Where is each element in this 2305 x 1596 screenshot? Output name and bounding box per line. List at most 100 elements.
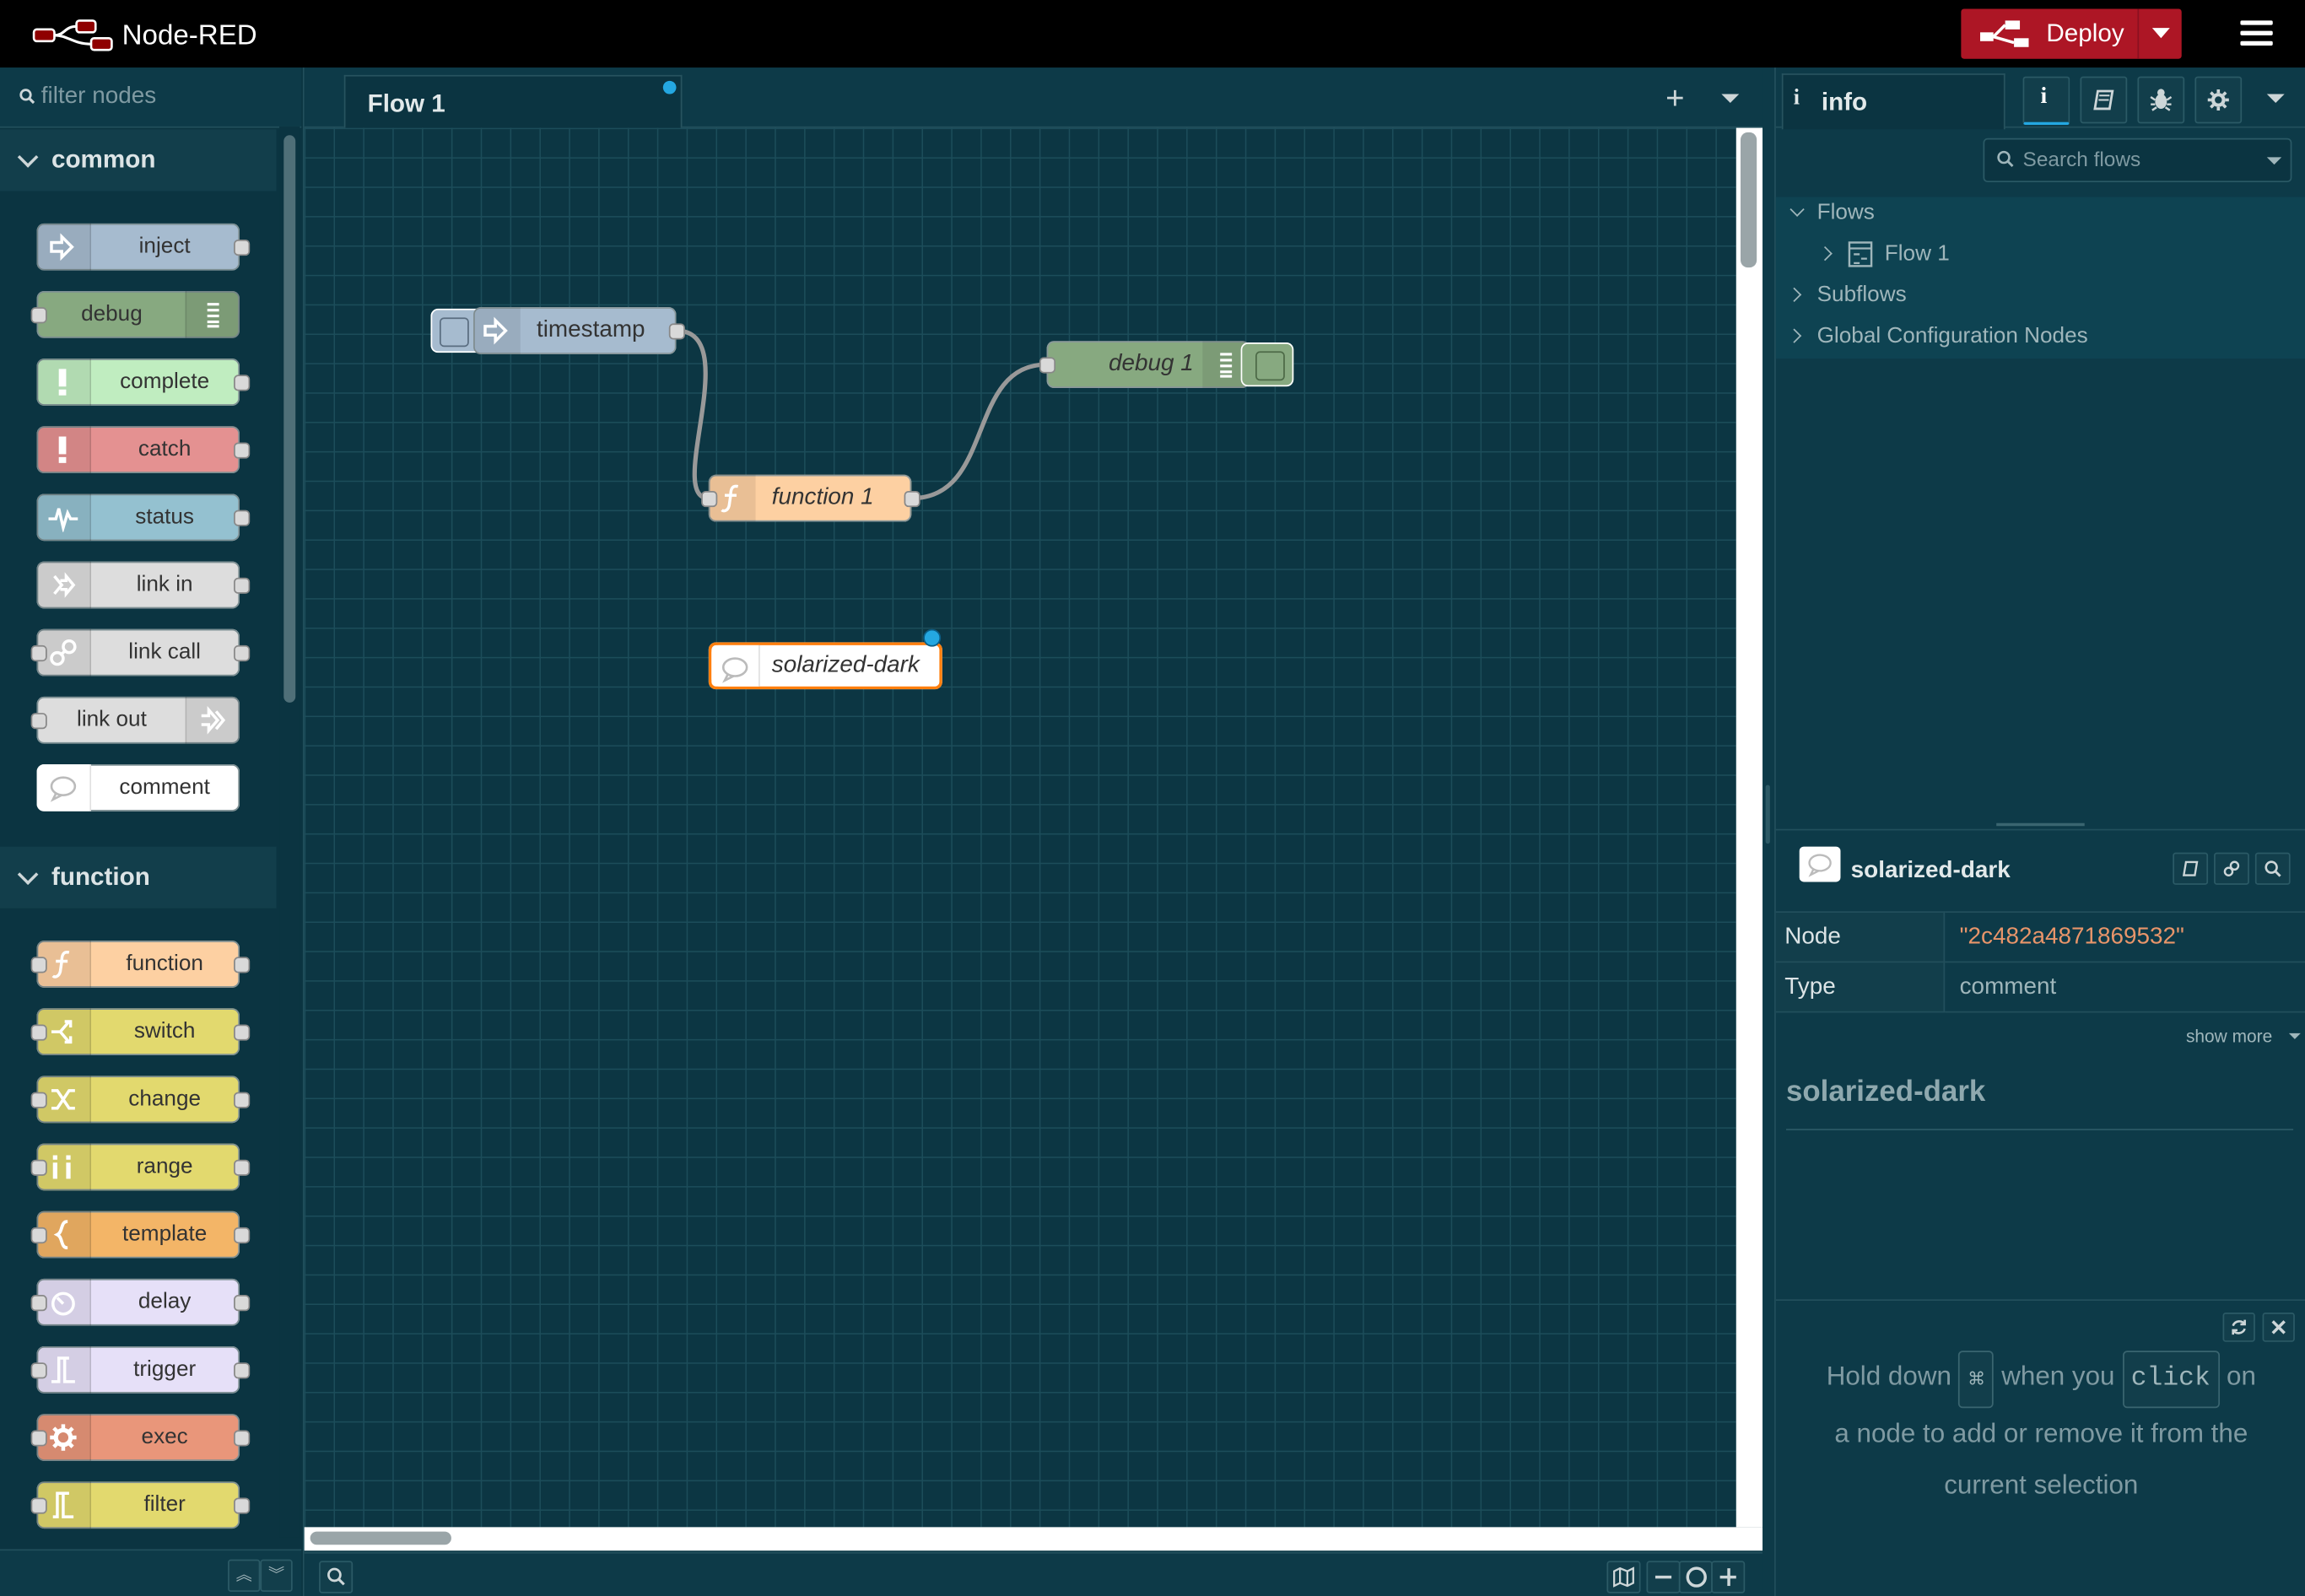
palette-node-template[interactable]: template [30, 1210, 251, 1259]
palette-category-function[interactable]: function [0, 846, 277, 909]
expand-all-icon[interactable]: ︾ [260, 1559, 293, 1593]
flow-node-function-1[interactable]: function 1 [701, 474, 920, 522]
input-port [30, 307, 47, 324]
input-port [30, 1497, 47, 1514]
config-gear-icon[interactable] [2194, 76, 2243, 124]
tree-flow-item[interactable]: Flow 1 [1776, 238, 2305, 270]
canvas-vertical-scrollbar[interactable] [1735, 127, 1763, 1528]
input-port [30, 1024, 47, 1041]
palette-scrollbar-thumb[interactable] [283, 135, 296, 703]
zoom-in-icon[interactable] [1711, 1561, 1746, 1593]
node-changed-dot-icon [923, 628, 942, 647]
search-icon[interactable] [2254, 852, 2291, 885]
chevron-down-icon [17, 864, 39, 886]
tree-subflows-label: Subflows [1816, 282, 1907, 308]
tab-label: Flow 1 [367, 89, 445, 118]
palette-node-label: trigger [133, 1356, 197, 1382]
main-menu-hamburger-icon[interactable] [2240, 20, 2273, 46]
search-icon[interactable] [319, 1561, 354, 1593]
canvas-horizontal-scrollbar-thumb[interactable] [310, 1531, 451, 1545]
show-more-link[interactable]: show more [2186, 1026, 2301, 1047]
comment-bubble-icon [711, 644, 760, 687]
sidebar-tabs-caret-icon[interactable] [2266, 94, 2285, 103]
flow-canvas[interactable]: timestamp function 1 debug 1 solarized-d… [304, 127, 1736, 1528]
palette-node-inject[interactable]: inject [36, 223, 251, 271]
zoom-reset-icon[interactable] [1678, 1561, 1713, 1593]
link-in-icon [36, 561, 92, 609]
palette-node-status[interactable]: status [36, 493, 251, 542]
exclamation-icon [36, 426, 92, 474]
deploy-button[interactable]: Deploy [1961, 8, 2182, 59]
palette-node-link-out[interactable]: link out [30, 696, 240, 744]
zoom-out-icon[interactable] [1646, 1561, 1681, 1593]
palette-node-trigger[interactable]: trigger [30, 1346, 251, 1394]
output-port[interactable] [668, 323, 685, 340]
category-label: common [51, 145, 156, 174]
chevron-down-icon[interactable] [2266, 157, 2282, 165]
palette-node-label: range [136, 1153, 193, 1179]
palette-node-filter[interactable]: filter [30, 1481, 251, 1529]
output-port [234, 1497, 251, 1514]
collapse-all-icon[interactable]: ︽ [228, 1559, 261, 1593]
function-f-icon [36, 941, 92, 988]
sidebar-splitter[interactable] [1775, 820, 2305, 831]
tree-flows[interactable]: Flows [1776, 197, 2305, 229]
output-port[interactable] [904, 490, 920, 508]
palette-node-label: template [122, 1221, 208, 1247]
palette-node-link-call[interactable]: link call [30, 628, 251, 677]
search-icon [19, 89, 35, 105]
sidebar-resize-handle[interactable] [1762, 67, 1775, 1596]
tab-flow-1[interactable]: Flow 1 [343, 74, 683, 130]
tree-global-config[interactable]: Global Configuration Nodes [1776, 321, 2305, 353]
canvas-vertical-scrollbar-thumb[interactable] [1741, 132, 1757, 268]
flow-node-debug-1[interactable]: debug 1 [1039, 341, 1250, 388]
prop-value: "2c482a4871869532" [1944, 911, 2305, 963]
palette-node-debug[interactable]: debug [30, 290, 240, 338]
debug-toggle-button[interactable] [1240, 342, 1294, 387]
exclamation-icon [36, 359, 92, 406]
palette-node-switch[interactable]: switch [30, 1008, 251, 1056]
debug-bug-icon[interactable] [2137, 76, 2185, 124]
node-red-logo-icon [32, 19, 113, 51]
input-port[interactable] [701, 490, 718, 508]
flow-node-timestamp[interactable]: timestamp [473, 307, 685, 354]
palette-node-label: function [126, 951, 203, 976]
sidebar-tab-info[interactable]: i info [1781, 73, 2005, 130]
flow-list-caret-icon[interactable] [1721, 94, 1740, 103]
flow-node-comment-solarized-dark[interactable]: solarized-dark [708, 628, 942, 690]
navigator-map-icon[interactable] [1606, 1561, 1641, 1593]
info-icon[interactable]: i [2022, 76, 2070, 126]
palette-node-delay[interactable]: delay [30, 1278, 251, 1326]
palette-node-label: switch [133, 1018, 196, 1044]
help-book-icon[interactable] [2173, 852, 2209, 885]
link-icon[interactable] [2214, 852, 2249, 885]
add-flow-plus-icon[interactable]: + [1665, 79, 1685, 116]
palette-node-change[interactable]: change [30, 1076, 251, 1124]
palette-category-common[interactable]: common [0, 129, 277, 191]
refresh-icon[interactable] [2222, 1312, 2255, 1342]
palette-node-range[interactable]: range [30, 1143, 251, 1191]
filter-nodes-input[interactable] [40, 79, 291, 115]
chevron-down-icon [1789, 202, 1805, 217]
input-port[interactable] [1039, 357, 1056, 374]
canvas-horizontal-scrollbar[interactable] [304, 1527, 1763, 1551]
palette-node-label: status [135, 504, 195, 530]
close-icon[interactable] [2262, 1312, 2295, 1342]
palette-node-complete[interactable]: complete [36, 359, 251, 406]
prop-value: comment [1944, 961, 2305, 1013]
deploy-dropdown-caret-icon[interactable] [2151, 28, 2170, 39]
description-heading: solarized-dark [1786, 1076, 2294, 1130]
palette-node-link-in[interactable]: link in [36, 561, 251, 609]
palette-node-catch[interactable]: catch [36, 426, 251, 474]
search-flows-input[interactable]: Search flows [1983, 137, 2292, 183]
tree-subflows[interactable]: Subflows [1776, 279, 2305, 311]
palette-node-label: complete [120, 369, 210, 394]
prop-key: Node [1775, 911, 1946, 963]
chevron-down-icon [2288, 1033, 2301, 1039]
palette-node-function[interactable]: function [30, 941, 251, 988]
help-book-icon[interactable] [2080, 76, 2128, 124]
flow-tree: Flows Flow 1 Subflows Global Configurati… [1775, 197, 2305, 359]
selection-info-panel: solarized-dark Node "2c482a4871869532" T… [1775, 829, 2305, 1300]
palette-node-comment[interactable]: comment [36, 764, 240, 811]
palette-node-exec[interactable]: exec [30, 1414, 251, 1461]
